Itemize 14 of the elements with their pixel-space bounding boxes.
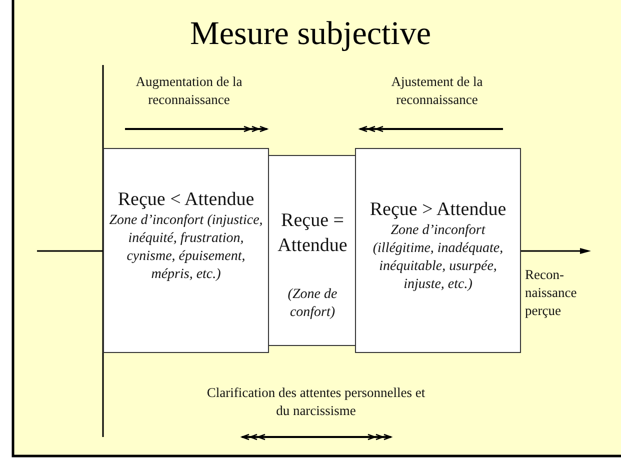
- note-text: Augmentation de la reconnaissance: [134, 73, 244, 109]
- zone-box: [355, 148, 521, 353]
- note-text: Clarification des attentes personnelles et du narcissisme: [206, 384, 426, 420]
- note-text: Ajustement de la reconnaissance: [390, 73, 484, 109]
- zone-description: Zone d’inconfort (illégitime, inadéquate, inéquitable, usurpée, injuste, etc.): [372, 222, 504, 294]
- zone-box: [268, 155, 357, 346]
- zone-heading: Reçue > Attendue: [368, 198, 508, 222]
- zone-description: (Zone de confort): [286, 286, 338, 322]
- zone-heading: Reçue < Attendue: [116, 188, 256, 212]
- diagram-title: Mesure subjective: [188, 15, 432, 54]
- axis-label: Recon-naissance perçue: [525, 266, 578, 320]
- zone-box: [103, 148, 269, 353]
- zone-description: Zone d’inconfort (injustice, inéquité, frustration, cynisme, épuisement, mépris, etc.): [108, 212, 264, 284]
- zone-heading: Reçue = Attendue: [276, 209, 348, 258]
